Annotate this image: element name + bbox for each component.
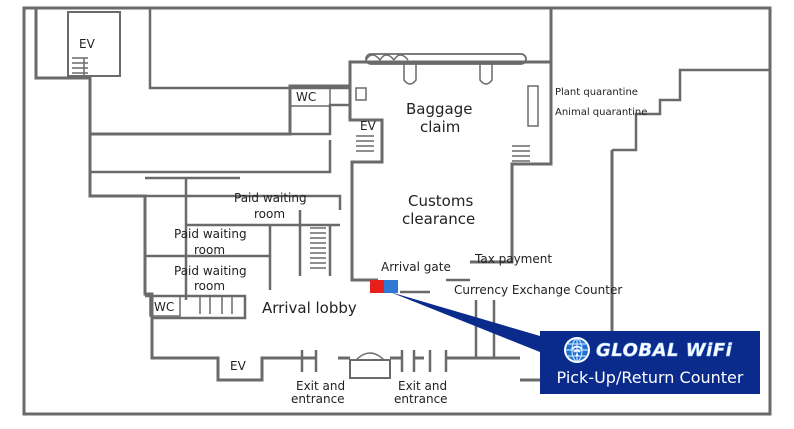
right-wing-step <box>612 68 770 152</box>
ev-bottom-label: EV <box>230 359 247 373</box>
stairs-ev-mid <box>356 135 374 152</box>
paid-room-1-label: Paid waiting <box>234 191 307 205</box>
pillar <box>355 87 367 101</box>
paid-room-dividers <box>268 210 332 290</box>
baggage-claim-label: Baggage <box>406 100 472 118</box>
counter-label: Pick-Up/Return Counter <box>556 368 744 387</box>
global-wifi-counter-callout: GLOBAL WiFi Pick-Up/Return Counter <box>540 331 760 394</box>
exit-1-label-2: entrance <box>291 392 345 406</box>
arrival-gate-label: Arrival gate <box>381 260 451 274</box>
stairs-top <box>72 57 88 76</box>
arrival-lobby-label: Arrival lobby <box>262 299 357 317</box>
gate-red-marker <box>370 280 384 293</box>
baggage-right-wall <box>470 8 553 264</box>
exit-2-label-2: entrance <box>394 392 448 406</box>
ev-top-label: EV <box>79 37 96 51</box>
wc-upper-wall <box>288 86 350 136</box>
lounge-horizontal <box>90 140 342 210</box>
carousel-arms <box>403 62 493 85</box>
ev-top-shaft <box>67 11 121 77</box>
currency-exchange-label: Currency Exchange Counter <box>454 283 622 297</box>
plant-quarantine-label: Plant quarantine <box>555 87 638 98</box>
baggage-claim-label-2: claim <box>420 118 460 136</box>
carousel-belt <box>365 53 527 65</box>
paid-room-walls <box>145 178 340 320</box>
baggage-left-wall <box>348 62 384 282</box>
paid-room-3-label: Paid waiting <box>174 264 247 278</box>
paid-room-2-label-2: room <box>194 243 225 257</box>
escalator <box>310 227 326 269</box>
paid-room-3-label-2: room <box>194 279 225 293</box>
wc-upper-label: WC <box>296 90 316 104</box>
exit-doors <box>300 350 448 372</box>
globe-wifi-icon <box>564 337 590 363</box>
lounge-left-wall <box>88 134 302 382</box>
customs-label: Customs <box>408 192 473 210</box>
quarantine-counter <box>527 85 539 127</box>
gate-blue-marker <box>384 280 398 293</box>
paid-room-1-label-2: room <box>254 207 285 221</box>
brand-name: GLOBAL WiFi <box>596 339 733 361</box>
customs-label-2: clearance <box>402 210 475 228</box>
exit-2-label: Exit and <box>398 379 447 393</box>
tax-payment-label: Tax payment <box>474 252 552 266</box>
stairs-right <box>512 145 530 162</box>
wc-lower-label: WC <box>154 300 174 314</box>
ev-mid-label: EV <box>360 119 377 133</box>
global-wifi-logo: GLOBAL WiFi <box>562 335 732 365</box>
lobby-posts <box>199 296 233 314</box>
wc-upper-box <box>289 85 331 107</box>
upper-terminal-wall <box>34 8 553 136</box>
revolving-arc <box>355 352 385 361</box>
counter-pointer <box>390 292 540 352</box>
map-frame <box>22 6 772 416</box>
carousel-top <box>365 54 409 62</box>
wc-lower-box <box>149 295 181 317</box>
exit-1-label: Exit and <box>296 379 345 393</box>
revolving-door <box>349 359 391 379</box>
paid-room-2-label: Paid waiting <box>174 227 247 241</box>
animal-quarantine-label: Animal quarantine <box>555 107 647 118</box>
upper-inner-wall <box>148 8 350 90</box>
